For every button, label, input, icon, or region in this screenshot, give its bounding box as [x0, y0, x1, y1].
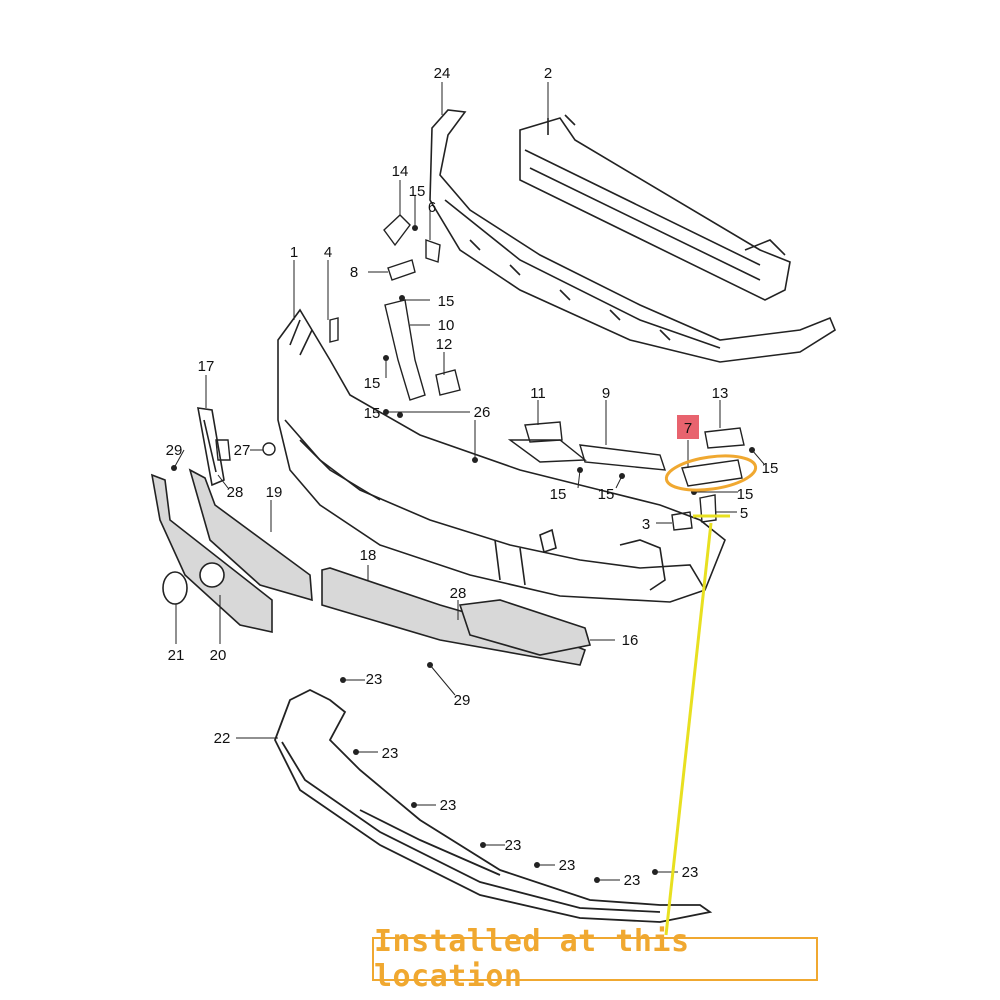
callout-17: 17: [198, 358, 215, 375]
callout-16: 16: [622, 632, 639, 649]
callout-26: 26: [474, 404, 491, 421]
callout-29: 29: [454, 692, 471, 709]
callout-9: 9: [602, 385, 610, 402]
front-spoiler: [274, 688, 713, 923]
callout-12: 12: [436, 336, 453, 353]
callout-labels: 24 2 14 15 6 8 15 10 1 4 12 15 15 26 11 …: [166, 65, 779, 889]
callout-20: 20: [210, 647, 227, 664]
tow-eye-cap: [162, 571, 188, 605]
pointer-line: [664, 522, 713, 936]
bumper-carrier: [429, 109, 836, 363]
callout-13: 13: [712, 385, 729, 402]
callout-2: 2: [544, 65, 552, 82]
callout-29: 29: [166, 442, 183, 459]
highlight-ring: [664, 454, 758, 492]
callout-19: 19: [266, 484, 283, 501]
callout-23: 23: [505, 837, 522, 854]
callout-4: 4: [324, 244, 332, 261]
callout-18: 18: [360, 547, 377, 564]
caption-box: Installed at this location: [372, 924, 818, 994]
callout-28: 28: [227, 484, 244, 501]
callout-23: 23: [366, 671, 383, 688]
impact-beam: [519, 114, 791, 301]
callout-23: 23: [559, 857, 576, 874]
lower-grille-right: [458, 599, 592, 656]
callout-7: 7: [684, 420, 692, 437]
callout-21: 21: [168, 647, 185, 664]
caption-text: Installed at this location: [374, 924, 690, 994]
callout-15: 15: [598, 486, 615, 503]
callout-23: 23: [624, 872, 641, 889]
callout-10: 10: [438, 317, 455, 334]
callout-15: 15: [550, 486, 567, 503]
callout-27: 27: [234, 442, 251, 459]
callout-28: 28: [450, 585, 467, 602]
callout-1: 1: [290, 244, 298, 261]
callout-23: 23: [382, 745, 399, 762]
callout-15: 15: [737, 486, 754, 503]
callout-8: 8: [350, 264, 358, 281]
callout-11: 11: [530, 385, 546, 402]
callout-15: 15: [762, 460, 779, 477]
grille-frame-left: [197, 407, 225, 487]
callout-15: 15: [364, 405, 381, 422]
callout-7-box: [677, 415, 699, 439]
brackets: [215, 214, 745, 531]
callout-6: 6: [428, 199, 436, 216]
side-grille: [150, 468, 313, 633]
callout-22: 22: [214, 730, 231, 747]
callout-15: 15: [438, 293, 455, 310]
callout-23: 23: [682, 864, 699, 881]
callout-23: 23: [440, 797, 457, 814]
callout-15: 15: [409, 183, 426, 200]
callout-5: 5: [740, 505, 748, 522]
callout-24: 24: [434, 65, 451, 82]
leader-lines: [173, 82, 765, 881]
callout-14: 14: [392, 163, 409, 180]
bumper-cover: [277, 308, 726, 603]
callout-3: 3: [642, 516, 650, 533]
callout-15: 15: [364, 375, 381, 392]
highlight-part-7: [664, 415, 758, 936]
